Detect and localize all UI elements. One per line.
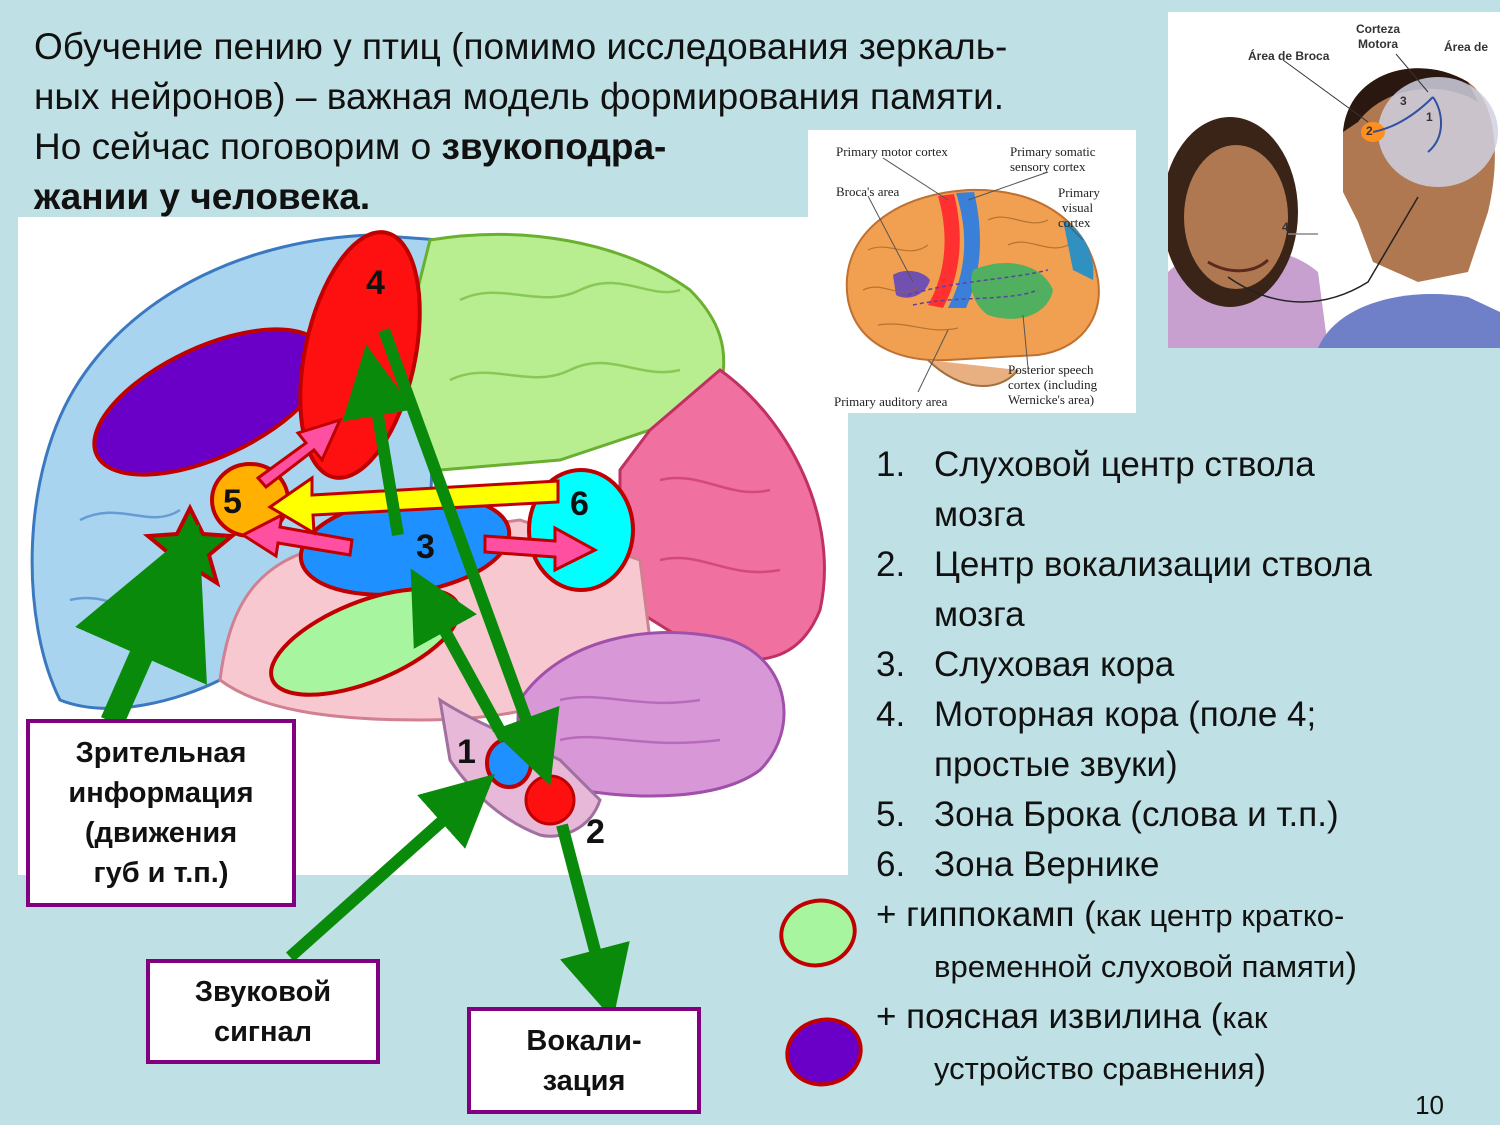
legend-item-4-line-1: Моторная кора (поле 4; (934, 695, 1317, 734)
legend-cingulate-main: + поясная извилина ( (876, 997, 1223, 1036)
legend-cingulate-end: ) (1254, 1048, 1267, 1087)
title-line-3-normal: Но сейчас поговорим о (34, 126, 442, 167)
legend-list: 1. Слуховой центр ствола мозга 2. Центр … (876, 440, 1476, 1094)
title-line-3-bold: звукоподра- (441, 126, 667, 167)
legend-hippocampus-note-2: временной слуховой памяти (934, 949, 1346, 984)
vocalization-line-1: Вокали- (526, 1024, 642, 1057)
atlas-label-primary-somatic-1: Primary somatic (1010, 144, 1096, 159)
arrow-auditory-center-to-cortex (410, 568, 511, 743)
vocalization-line-2: зация (542, 1064, 626, 1097)
legend-item-6-line-1: Зона Вернике (934, 845, 1160, 884)
arrow-wernicke-to-broca (267, 475, 560, 536)
legend-item-4-line-2: простые звуки) (934, 745, 1178, 784)
atlas-brain-drawing (845, 157, 1100, 393)
visual-info-line-2: информация (68, 777, 254, 809)
atlas-label-primary-motor: Primary motor cortex (836, 144, 948, 159)
legend-item-1-num: 1. (876, 445, 906, 484)
hippocampus-swatch (779, 898, 857, 968)
arrow-motor-to-vocal-center (378, 327, 560, 786)
photo-label-2: 2 (1366, 124, 1373, 138)
arrow-auditory-to-wernicke (483, 525, 599, 573)
legend-item-1: 1. Слуховой центр ствола мозга (876, 440, 1476, 540)
atlas-label-posterior-3: Wernicke's area) (1008, 392, 1095, 407)
slide-title: Обучение пению у птиц (помимо исследован… (34, 22, 1154, 222)
legend-item-3-num: 3. (876, 645, 906, 684)
legend-cingulate-note-1: как (1222, 1000, 1268, 1035)
legend-cingulate-note-2: устройство сравнения (934, 1051, 1255, 1086)
photo-label-4: 4 (1282, 220, 1289, 234)
visual-info-line-4: губ и т.п.) (93, 857, 229, 889)
title-line-4-bold: жании у человека. (34, 176, 371, 217)
cingulate-swatch (785, 1017, 863, 1087)
label-6: 6 (570, 485, 589, 523)
visual-info-box: Зрительная информация (движения губ и т.… (26, 719, 296, 907)
title-line-2: ных нейронов) – важная модель формирован… (34, 76, 1005, 117)
legend-item-5: 5. Зона Брока (слова и т.п.) (876, 790, 1476, 840)
legend-item-6-num: 6. (876, 845, 906, 884)
legend-cingulate: + поясная извилина (как устройство сравне… (876, 992, 1476, 1094)
brain-atlas-illustration: Primary motor cortex Primary somatic sen… (808, 130, 1136, 413)
atlas-label-posterior-2: cortex (including (1008, 377, 1098, 392)
legend-item-2-line-2: мозга (934, 595, 1025, 634)
sound-signal-box: Звуковой сигнал (146, 959, 380, 1064)
atlas-label-primary-somatic-2: sensory cortex (1010, 159, 1086, 174)
title-line-3: Но сейчас поговорим о звукоподра- (34, 122, 1154, 172)
legend-hippocampus-end: ) (1345, 946, 1357, 985)
faces-drawing (1168, 53, 1500, 348)
pink-arrows (239, 417, 599, 573)
legend-item-4: 4. Моторная кора (поле 4; простые звуки) (876, 690, 1476, 790)
legend-swatches (779, 898, 863, 1087)
arrow-visual-to-star (75, 524, 207, 727)
photo-label-corteza-2: Motora (1358, 37, 1398, 51)
legend-item-2-num: 2. (876, 545, 906, 584)
label-4: 4 (366, 264, 385, 302)
label-3: 3 (416, 528, 435, 566)
page-number: 10 (1415, 1090, 1444, 1120)
arrow-broca-to-motor (255, 417, 343, 490)
brainstem-auditory-center-1 (485, 737, 533, 789)
photo-label-area-de: Área de (1444, 40, 1489, 54)
green-arrows (75, 327, 630, 1020)
arrow-auditory-to-broca (239, 512, 354, 559)
label-1: 1 (457, 733, 476, 771)
sound-signal-line-2: сигнал (213, 1015, 313, 1048)
legend-item-3-line-1: Слуховая кора (934, 645, 1175, 684)
arrow-sound-to-auditory-center (286, 774, 495, 962)
visual-info-line-1: Зрительная (75, 737, 247, 769)
atlas-label-auditory: Primary auditory area (834, 394, 948, 409)
photo-label-corteza-1: Corteza (1356, 22, 1401, 36)
arrow-vocal-center-to-output (556, 823, 630, 1020)
arrow-auditory-to-motor (342, 344, 414, 536)
atlas-label-broca: Broca's area (836, 184, 900, 199)
legend-item-2-line-1: Центр вокализации ствола (934, 545, 1372, 584)
brainstem-vocal-center-2 (524, 774, 576, 826)
legend-item-3: 3. Слуховая кора (876, 640, 1476, 690)
atlas-label-visual-2: visual (1062, 200, 1094, 215)
legend-item-6: 6. Зона Вернике (876, 840, 1476, 890)
atlas-label-posterior-1: Posterior speech (1008, 362, 1094, 377)
legend-item-2: 2. Центр вокализации ствола мозга (876, 540, 1476, 640)
legend-hippocampus-main: + гиппокамп ( (876, 895, 1096, 934)
title-line-1: Обучение пению у птиц (помимо исследован… (34, 26, 1008, 67)
legend-hippocampus: + гиппокамп (как центр кратко-временной … (876, 890, 1476, 992)
legend-item-1-line-1: Слуховой центр ствола (934, 445, 1315, 484)
legend-item-5-line-1: Зона Брока (слова и т.п.) (934, 795, 1339, 834)
legend-item-4-num: 4. (876, 695, 906, 734)
photo-label-3: 3 (1400, 94, 1407, 108)
atlas-label-visual-1: Primary (1058, 185, 1100, 200)
title-line-4: жании у человека. (34, 172, 1154, 222)
photo-label-broca: Área de Broca (1248, 49, 1330, 63)
photo-label-1: 1 (1426, 110, 1433, 124)
speech-faces-illustration: Corteza Motora Área de Broca Área de 1 2… (1168, 12, 1500, 348)
atlas-label-visual-3: cortex (1058, 215, 1091, 230)
legend-item-1-line-2: мозга (934, 495, 1025, 534)
label-5: 5 (223, 483, 242, 521)
label-2: 2 (586, 813, 605, 851)
sound-signal-line-1: Звуковой (194, 975, 332, 1008)
vocalization-box: Вокали- зация (467, 1007, 701, 1114)
visual-info-line-3: (движения (84, 817, 238, 849)
legend-hippocampus-note-1: как центр кратко- (1095, 898, 1345, 933)
legend-item-5-num: 5. (876, 795, 906, 834)
